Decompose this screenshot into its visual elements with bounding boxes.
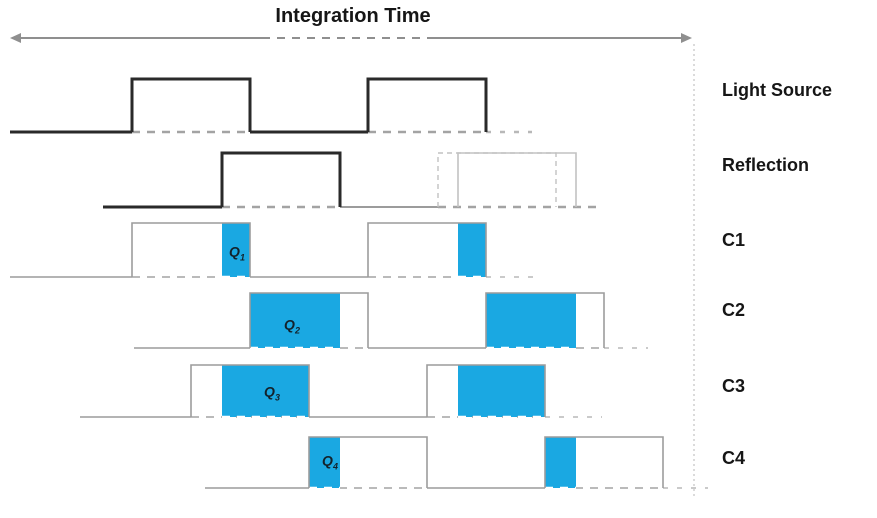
row-label-c2: C2 <box>722 300 746 320</box>
q4-base: Q <box>322 452 333 469</box>
q2-subscript: 2 <box>294 325 300 336</box>
q2-base: Q <box>284 316 295 333</box>
q4-subscript: 4 <box>332 461 338 472</box>
charge-label-q4: Q4 <box>322 453 338 472</box>
row-label-c4: C4 <box>722 448 746 468</box>
row-label-reflection: Reflection <box>722 155 810 175</box>
row-label-c1: C1 <box>722 230 746 250</box>
q3-subscript: 3 <box>274 392 280 403</box>
row-label-light-source: Light Source <box>722 80 833 100</box>
q1-subscript: 1 <box>239 252 245 263</box>
charge-label-q1: Q1 <box>229 244 245 263</box>
charge-label-q3: Q3 <box>264 384 280 403</box>
q1-base: Q <box>229 243 240 260</box>
q3-base: Q <box>264 383 275 400</box>
charge-label-q2: Q2 <box>284 317 300 336</box>
diagram-title: Integration Time <box>275 5 431 27</box>
row-label-c3: C3 <box>722 376 746 396</box>
